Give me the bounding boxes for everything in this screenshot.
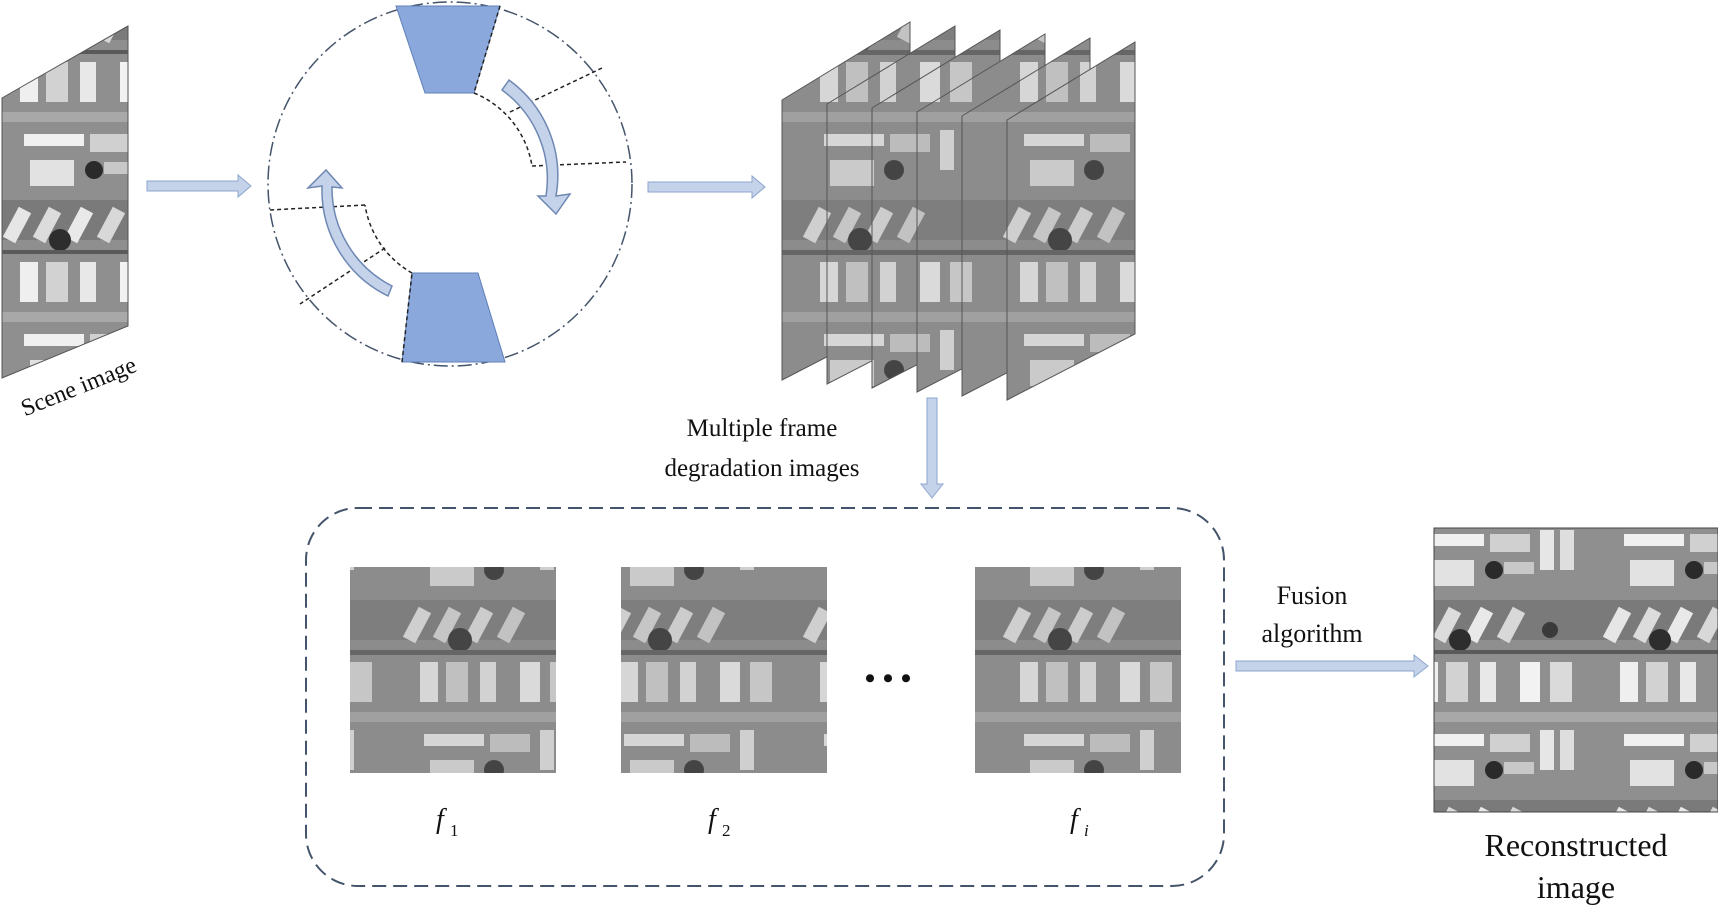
reconstructed-label-line2: image bbox=[1537, 869, 1615, 905]
arrow-stack-to-frames bbox=[919, 397, 945, 499]
frames-container bbox=[305, 507, 1225, 887]
reconstructed-label-line1: Reconstructed bbox=[1484, 827, 1667, 863]
ellipsis: • • • bbox=[865, 662, 912, 695]
scene-image bbox=[1, 25, 129, 379]
frame-fi bbox=[975, 567, 1181, 773]
frame-label-f2-base: f bbox=[708, 804, 719, 835]
frame-label-fi: f i bbox=[1070, 804, 1089, 840]
arrow-scene-to-wheel bbox=[146, 173, 252, 199]
arrow-wheel-to-stack bbox=[647, 174, 766, 200]
fusion-label-line1: Fusion bbox=[1277, 581, 1348, 610]
blade-bottom bbox=[401, 272, 506, 363]
frame-stack bbox=[781, 21, 1136, 401]
arrow-fusion bbox=[1235, 653, 1429, 679]
frame-label-fi-base: f bbox=[1070, 804, 1081, 835]
rotation-arrow-clockwise bbox=[500, 78, 572, 216]
frame-label-fi-sub: i bbox=[1084, 821, 1089, 840]
frame-label-f2: f 2 bbox=[708, 804, 731, 840]
degraded-frame-6 bbox=[1006, 41, 1136, 401]
frame-label-f2-sub: 2 bbox=[722, 821, 731, 840]
fusion-label-line2: algorithm bbox=[1261, 619, 1362, 648]
rotation-arrow-counter bbox=[305, 168, 393, 298]
degradation-label-line2: degradation images bbox=[664, 455, 859, 482]
aperture-wheel bbox=[267, 1, 633, 367]
frame-f1 bbox=[350, 567, 556, 773]
blade-top bbox=[395, 5, 501, 94]
frame-f2 bbox=[621, 567, 827, 773]
frame-label-f1-base: f bbox=[436, 804, 447, 835]
frame-label-f1: f 1 bbox=[436, 804, 459, 840]
degradation-label-line1: Multiple frame bbox=[687, 415, 838, 442]
reconstructed-image bbox=[1433, 527, 1718, 813]
frame-label-f1-sub: 1 bbox=[450, 821, 459, 840]
